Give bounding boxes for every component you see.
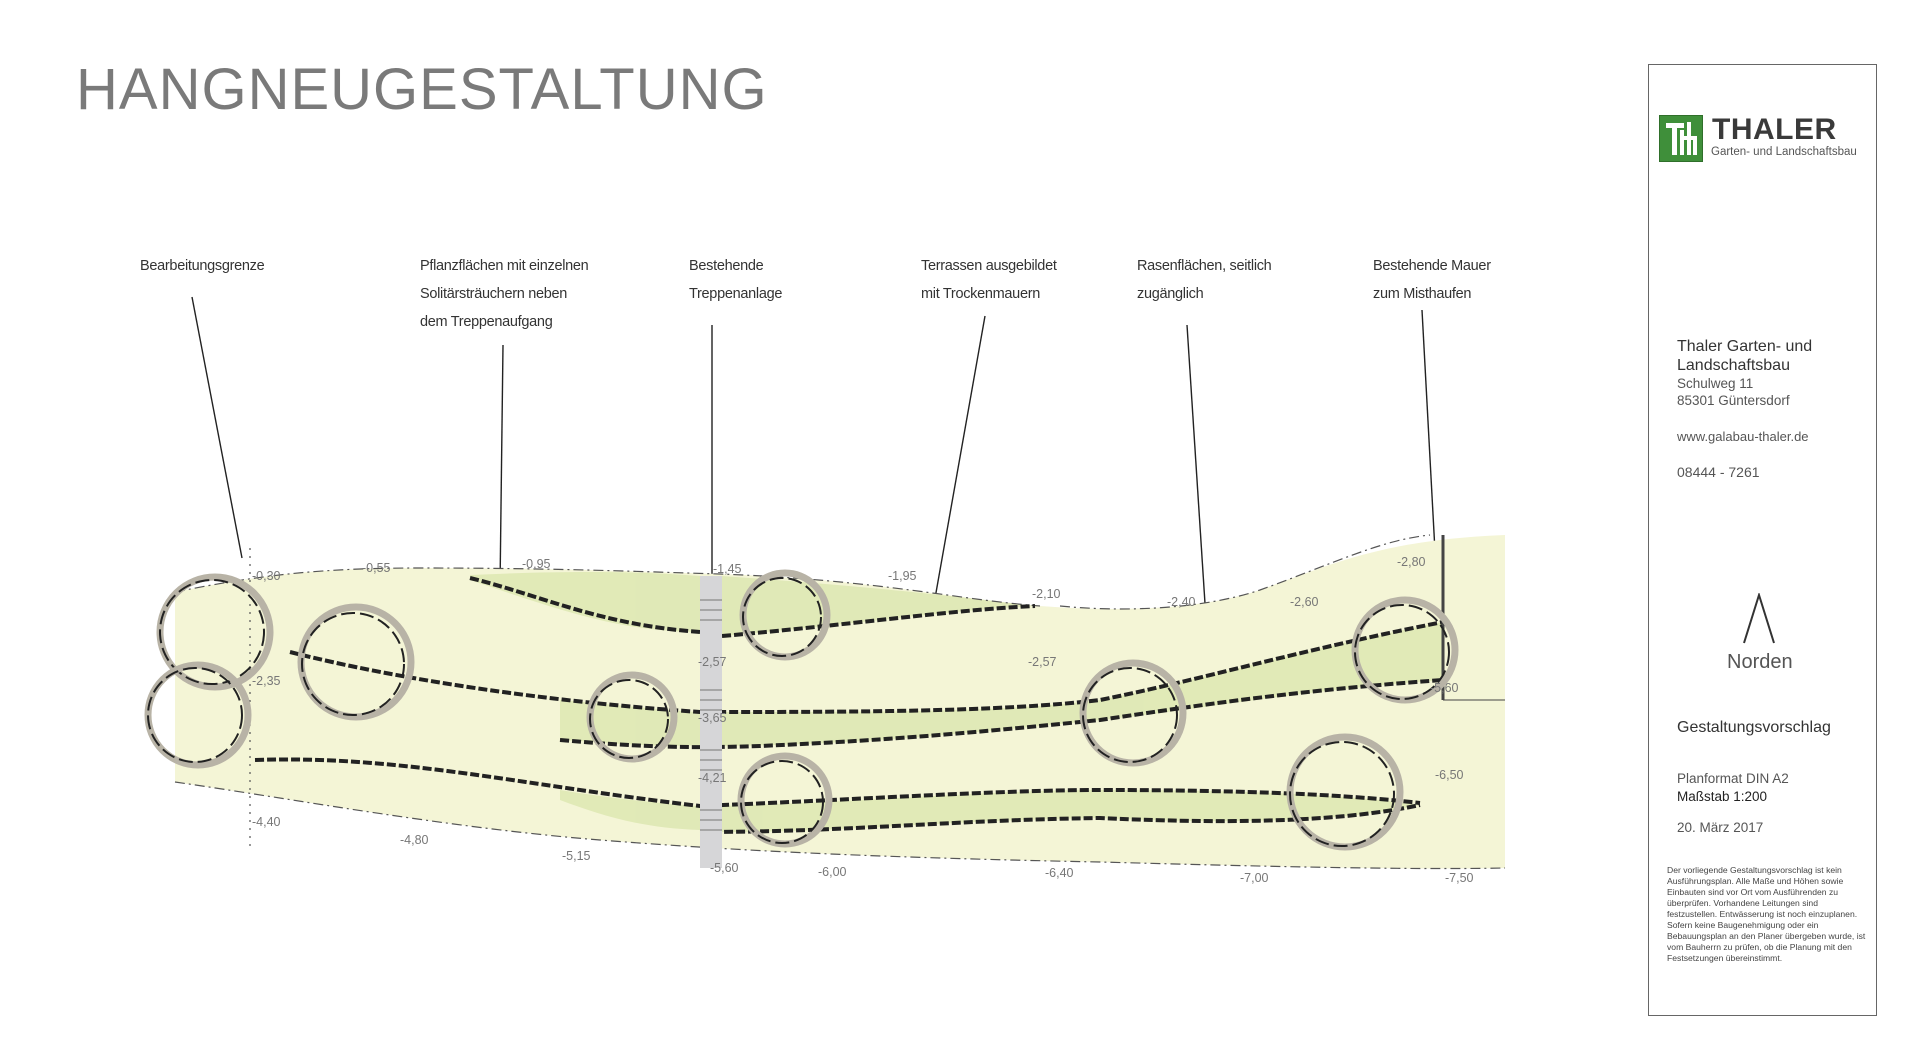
leader-line	[1186, 324, 1209, 651]
annotation-line: zugänglich	[1137, 286, 1204, 302]
lawn-area	[175, 535, 1505, 869]
annotation-line: Bearbeitungsgrenze	[140, 258, 265, 274]
wall	[721, 604, 1036, 638]
annotation-terrassen: Terrassen ausgebildet mit Trockenmauern	[921, 252, 1057, 308]
annotation-line: Bestehende	[689, 258, 764, 274]
street: Schulweg 11	[1677, 376, 1754, 391]
elevation-label: -4,40	[252, 815, 281, 829]
annotation-line: zum Misthaufen	[1373, 286, 1472, 302]
annotation-line: Solitärsträuchern neben	[420, 286, 568, 302]
elevation-label: -2,10	[1032, 587, 1061, 601]
annotation-line: Treppenanlage	[689, 286, 783, 302]
elevation-label: -7,50	[1445, 871, 1474, 885]
annotation-line: mit Trockenmauern	[921, 286, 1040, 302]
annotation-pflanzflaechen: Pflanzflächen mit einzelnen Solitärsträu…	[420, 252, 589, 336]
planting-bed	[722, 576, 1035, 636]
shrub	[297, 603, 415, 721]
city: 85301 Güntersdorf	[1677, 393, 1790, 408]
elevation-label: -0,95	[522, 557, 551, 571]
planting-bed	[470, 572, 700, 632]
annotation-bearbeitungsgrenze: Bearbeitungsgrenze	[140, 252, 265, 280]
elevation-label: -5,60	[710, 861, 739, 875]
existing-stairs	[700, 576, 722, 868]
elevation-label: -5,60	[1430, 681, 1459, 695]
title-block: THALER Garten- und Landschaftsbau Thaler…	[1648, 64, 1877, 1016]
company-logo	[1659, 115, 1703, 162]
annotation-treppenanlage: Bestehende Treppenanlage	[689, 252, 782, 308]
shrub	[1079, 659, 1187, 767]
leader-line	[191, 296, 243, 559]
plan-date: 20. März 2017	[1677, 820, 1764, 835]
boundary-line	[1059, 534, 1431, 610]
annotation-line: Pflanzflächen mit einzelnen	[420, 258, 589, 274]
company-address: Thaler Garten- und Landschaftsbau Schulw…	[1677, 337, 1812, 409]
website-link[interactable]: www.galabau-thaler.de	[1677, 429, 1809, 444]
plan-format: Planformat DIN A2	[1677, 771, 1789, 786]
page-title: HANGNEUGESTALTUNG	[76, 57, 768, 122]
phone-number: 08444 - 7261	[1677, 464, 1760, 480]
boundary-lines	[174, 534, 1506, 870]
annotation-line: Bestehende Mauer	[1373, 258, 1491, 274]
company-name: Landschaftsbau	[1677, 357, 1790, 374]
plan-type: Gestaltungsvorschlag	[1677, 719, 1831, 736]
wall	[469, 576, 701, 634]
wall	[289, 620, 1444, 715]
planting-areas	[470, 572, 1443, 832]
shrub	[1286, 733, 1404, 851]
elevation-label: -2,57	[1028, 655, 1057, 669]
annotation-line: Rasenflächen, seitlich	[1137, 258, 1272, 274]
elevation-label: -1,45	[713, 562, 742, 576]
leader-line	[499, 344, 504, 589]
shrub	[144, 661, 252, 769]
elevation-label: -2,40	[1167, 595, 1196, 609]
shrub	[1351, 596, 1459, 704]
annotation-line: dem Treppenaufgang	[420, 314, 553, 330]
elevation-label: -4,21	[698, 771, 727, 785]
elevation-label: -3,65	[698, 711, 727, 725]
elevation-label: -6,00	[818, 865, 847, 879]
shrub	[156, 573, 274, 691]
elevation-label: -2,60	[1290, 595, 1319, 609]
elevation-label: -2,35	[252, 674, 281, 688]
site-plan: -0,30 -0,55 -0,95 -1,45 -1,95 -2,10 -2,4…	[144, 296, 1506, 885]
elevation-label: -4,80	[400, 833, 429, 847]
disclaimer: Der vorliegende Gestaltungsvorschlag ist…	[1667, 865, 1866, 963]
boundary-line	[174, 781, 1506, 870]
elevation-label: -2,80	[1397, 555, 1426, 569]
north-label: Norden	[1727, 651, 1793, 673]
boundary-line	[174, 567, 1041, 607]
elevation-label: -1,95	[888, 569, 917, 583]
shrub	[586, 671, 678, 763]
shrubs	[144, 569, 1459, 851]
plan-scale: Maßstab 1:200	[1677, 789, 1768, 804]
company-name: Thaler Garten- und	[1677, 338, 1813, 355]
stair-run	[700, 576, 722, 868]
annotation-line: Terrassen ausgebildet	[921, 258, 1057, 274]
elevation-label: -0,30	[252, 569, 281, 583]
shrub	[737, 752, 833, 848]
annotation-rasenflaechen: Rasenflächen, seitlich zugänglich	[1137, 252, 1272, 308]
brand-subtitle: Garten- und Landschaftsbau	[1711, 146, 1857, 158]
wall	[254, 757, 1421, 809]
elevation-label: -2,57	[698, 655, 727, 669]
elevation-label: -6,40	[1045, 866, 1074, 880]
logo-mark-icon	[1666, 122, 1697, 155]
elevation-labels: -0,30 -0,55 -0,95 -1,45 -1,95 -2,10 -2,4…	[252, 555, 1474, 885]
brand-name: THALER	[1712, 113, 1837, 146]
stair-steps	[700, 599, 722, 831]
elevation-label: -0,55	[362, 561, 391, 575]
planting-bed	[722, 622, 1443, 746]
north-arrow-icon	[1743, 593, 1775, 644]
elevation-label: -7,00	[1240, 871, 1269, 885]
elevation-label: -5,15	[562, 849, 591, 863]
wall	[559, 678, 1444, 750]
planting-bed	[722, 790, 1420, 832]
shrub	[739, 569, 831, 661]
planting-bed	[560, 790, 700, 830]
elevation-label: -6,50	[1435, 768, 1464, 782]
annotation-mauer: Bestehende Mauer zum Misthaufen	[1373, 252, 1491, 308]
